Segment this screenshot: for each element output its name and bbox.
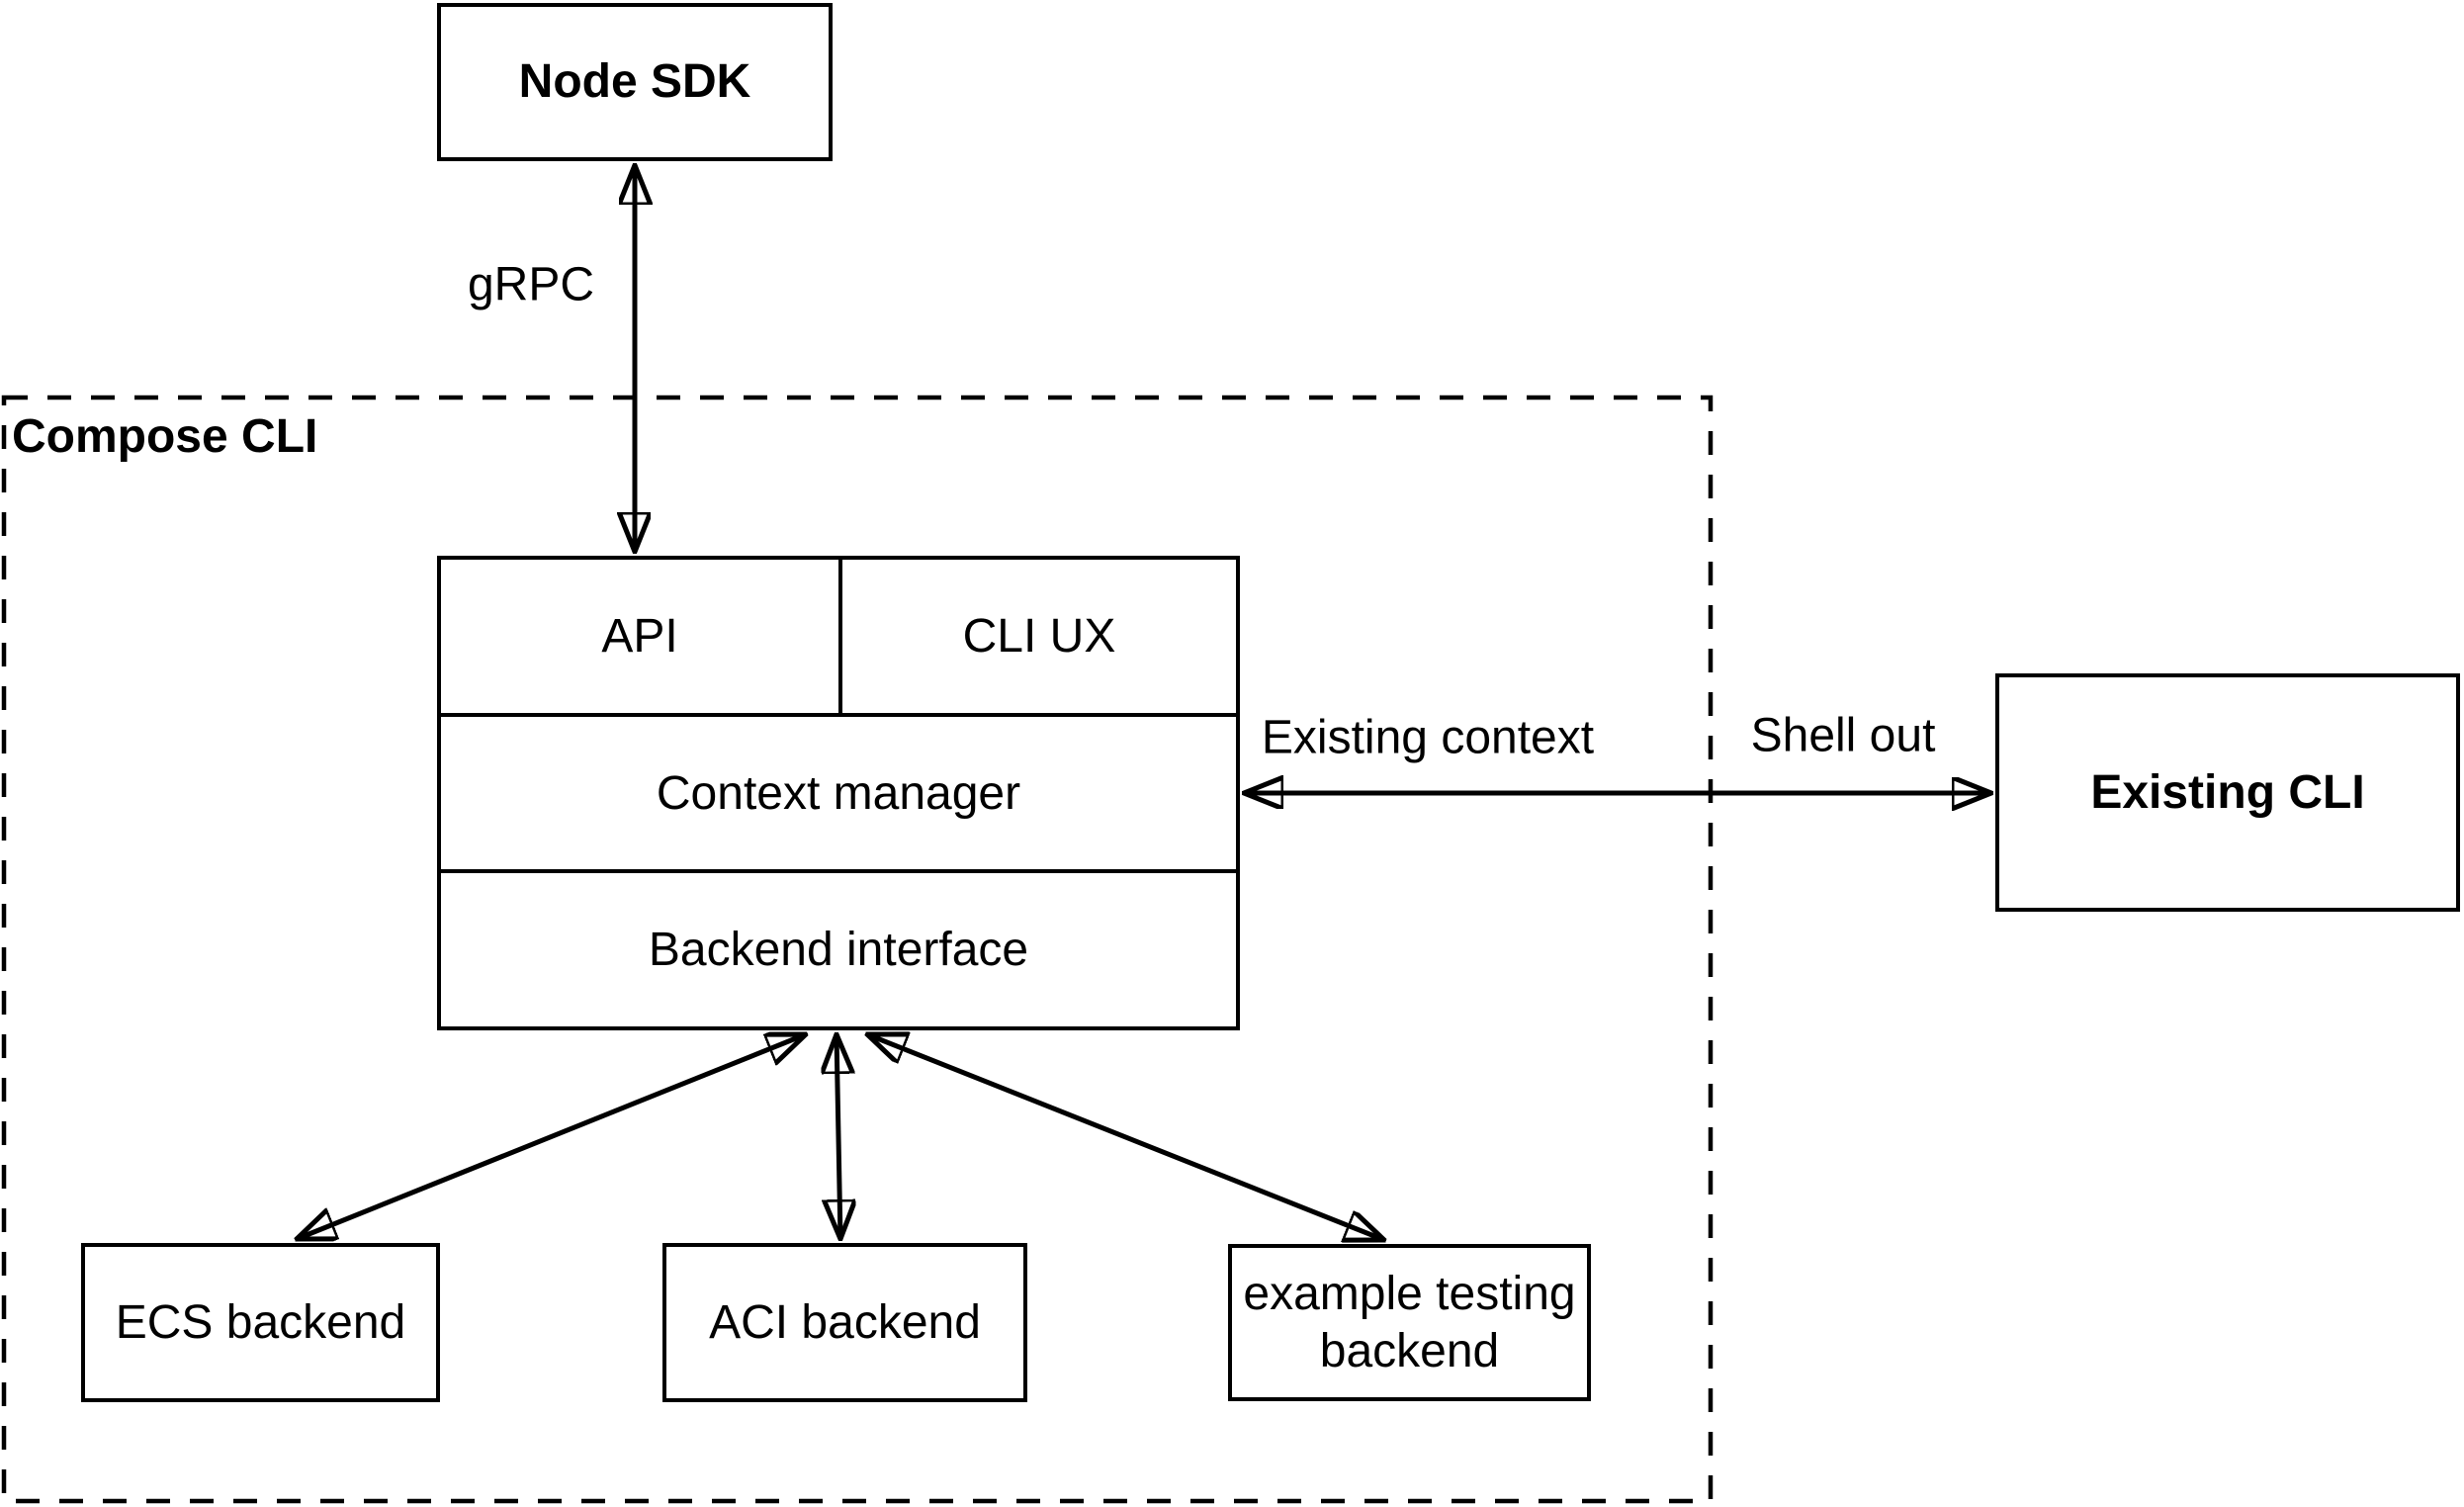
core-stack-box: API CLI UX Context manager Backend inter… <box>437 556 1240 1030</box>
example-testing-backend-label: example testing backend <box>1243 1266 1575 1379</box>
existing-cli-label: Existing CLI <box>2090 765 2365 819</box>
existing-context-edge-label: Existing context <box>1261 711 1595 764</box>
example-testing-backend-label-line2: backend <box>1319 1324 1500 1377</box>
ecs-backend-box: ECS backend <box>81 1243 440 1402</box>
ecs-backend-label: ECS backend <box>115 1295 406 1349</box>
shell-out-edge-label: Shell out <box>1750 709 1936 762</box>
backend-interface-label: Backend interface <box>648 924 1029 976</box>
aci-backend-label: ACI backend <box>709 1295 981 1349</box>
aci-backend-box: ACI backend <box>662 1243 1027 1402</box>
node-sdk-box: Node SDK <box>437 3 833 161</box>
api-cell: API <box>441 560 842 713</box>
api-label: API <box>601 610 678 663</box>
example-testing-backend-box: example testing backend <box>1228 1244 1591 1401</box>
node-sdk-label: Node SDK <box>518 55 751 109</box>
context-manager-cell: Context manager <box>441 713 1236 869</box>
cli-ux-cell: CLI UX <box>842 560 1236 713</box>
context-manager-label: Context manager <box>656 766 1021 820</box>
backend-interface-cell: Backend interface <box>441 869 1236 1026</box>
compose-cli-label: Compose CLI <box>12 410 318 463</box>
existing-cli-box: Existing CLI <box>1995 673 2460 912</box>
cli-ux-label: CLI UX <box>962 610 1116 663</box>
example-testing-backend-label-line1: example testing <box>1243 1267 1576 1320</box>
core-stack-top-row: API CLI UX <box>441 560 1236 713</box>
grpc-edge-label: gRPC <box>467 258 595 311</box>
